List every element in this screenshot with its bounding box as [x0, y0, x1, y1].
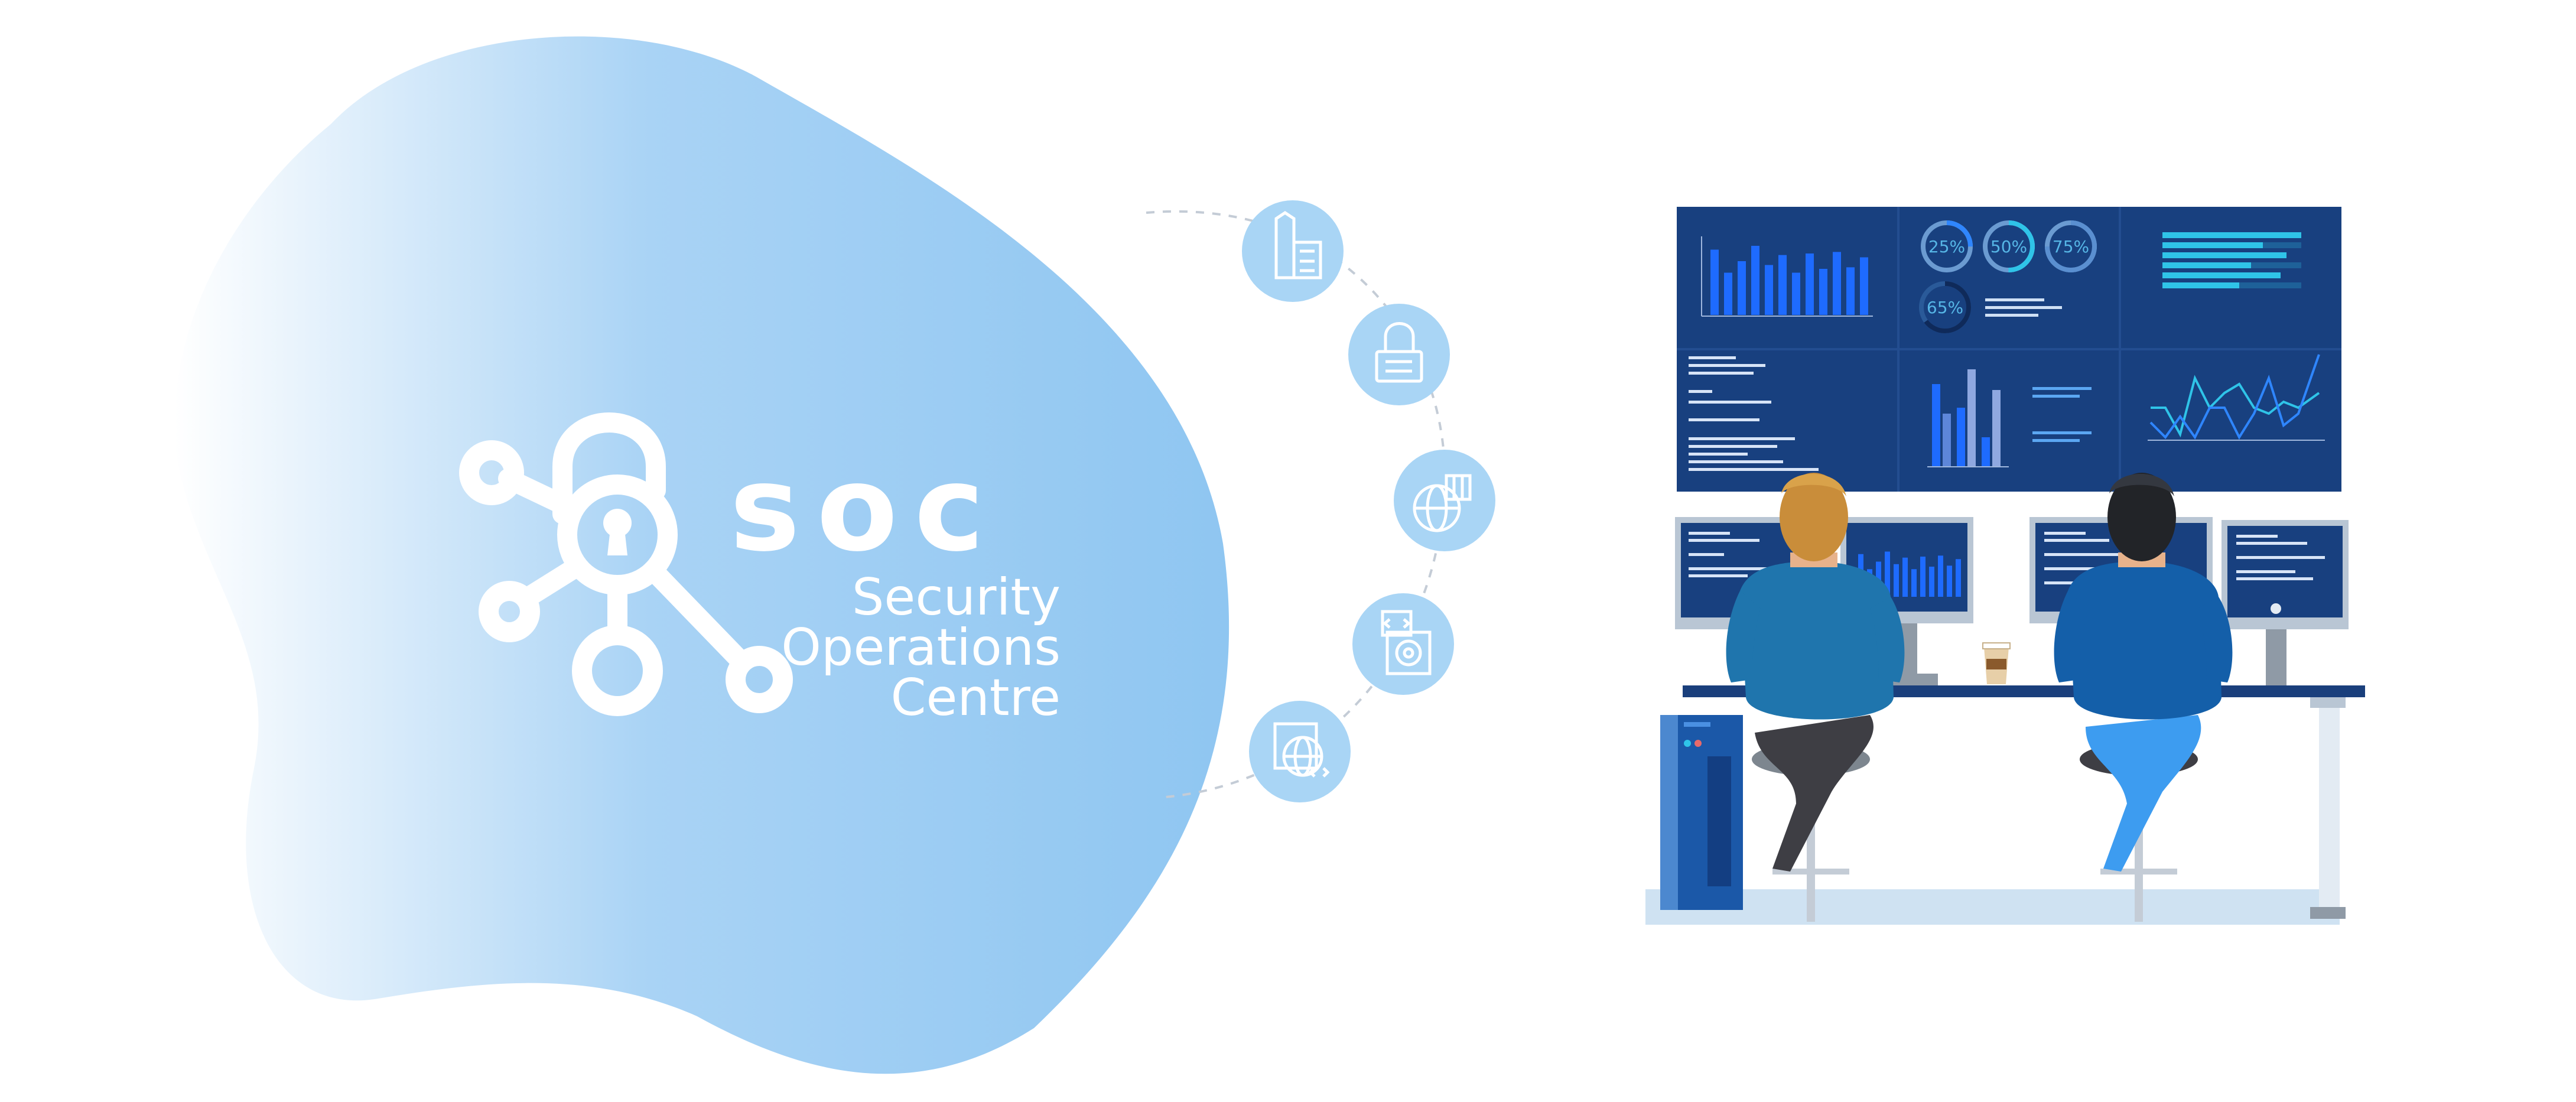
monitor-bar	[1894, 564, 1899, 597]
wall-bar	[1860, 257, 1868, 315]
brand-line-operations: Operations	[781, 618, 1061, 677]
icon-circle-3	[1394, 450, 1495, 551]
icon-circle-4	[1352, 593, 1454, 695]
gauge-25: 25%	[1921, 220, 1973, 272]
monitor-bar	[1938, 555, 1943, 597]
keyhole-icon	[603, 509, 632, 555]
monitor-bar	[1956, 559, 1961, 597]
gauge-50-label: 50%	[1990, 237, 2027, 256]
icon-circle-1	[1242, 200, 1344, 302]
wall-line-chart	[2148, 354, 2325, 441]
brand-line-security: Security	[852, 568, 1061, 627]
brand-acronym: soc	[730, 440, 1001, 578]
floor	[1645, 889, 2340, 925]
wall-bar	[1846, 267, 1855, 315]
wall-bar	[1792, 272, 1800, 315]
monitor-bar	[1885, 551, 1890, 597]
blob-background	[174, 36, 1230, 1074]
desk	[1683, 685, 2365, 919]
wall-code-lines	[1689, 356, 1819, 471]
gauge-25-label: 25%	[1928, 237, 1965, 256]
wall-column-chart	[1927, 369, 2092, 467]
gauge-75-label: 75%	[2053, 237, 2089, 256]
monitor-bar	[1911, 569, 1917, 597]
icon-circle-5	[1249, 701, 1351, 802]
wall-bar	[1833, 252, 1841, 315]
padlock-icon	[1375, 322, 1423, 383]
browser-globe-code-icon	[1273, 722, 1330, 778]
gauge-65-label: 65%	[1927, 298, 1963, 317]
globe-grid-icon	[1413, 474, 1472, 532]
brand-line-centre: Centre	[890, 668, 1061, 727]
code-safe-icon	[1381, 610, 1432, 675]
wall-text-lines	[1985, 298, 2062, 317]
wall-bar-chart	[1701, 236, 1873, 317]
wall-progress-bars	[2162, 232, 2301, 288]
gauge-75: 75%	[2045, 220, 2097, 272]
wall-bar	[1806, 253, 1814, 315]
monitor-bar	[1947, 565, 1952, 597]
video-wall: 25% 50% 75% 65%	[1677, 207, 2341, 492]
wall-bar	[1778, 255, 1787, 315]
operator-left	[1726, 473, 1905, 922]
monitor-bar	[1920, 557, 1926, 597]
icon-circle-2	[1348, 304, 1450, 405]
wall-bar	[1724, 272, 1732, 315]
pencil-calculator-icon	[1274, 210, 1322, 279]
monitor-bar	[1929, 567, 1934, 597]
server-tower	[1660, 715, 1743, 910]
wall-bar	[1710, 249, 1719, 315]
monitor-right	[2222, 520, 2349, 685]
monitor-bar	[1902, 557, 1908, 597]
coffee-cup-icon	[1982, 642, 2011, 684]
gauge-50: 50%	[1983, 220, 2035, 272]
wall-bar	[1751, 246, 1759, 315]
operator-right	[2054, 473, 2233, 922]
wall-bar	[1765, 265, 1773, 315]
wall-bar	[1819, 269, 1827, 315]
wall-bar	[1738, 261, 1746, 315]
gauge-65: 65%	[1919, 281, 1971, 333]
network-lock-logo	[459, 412, 793, 716]
